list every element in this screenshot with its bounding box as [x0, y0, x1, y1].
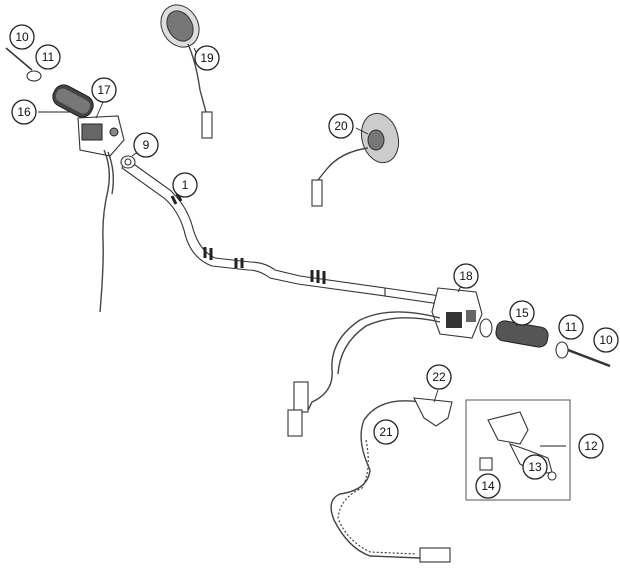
spacer-right	[555, 341, 569, 359]
callout-17: 17	[91, 77, 117, 103]
left-switch-housing	[77, 115, 125, 157]
callout-label: 19	[200, 51, 214, 65]
callout-11-right: 11	[558, 314, 584, 340]
callout-label: 1	[182, 178, 189, 192]
bar-end-right	[567, 348, 611, 368]
callout-22: 22	[426, 364, 452, 390]
left-switch-cable	[99, 149, 115, 313]
right-grip	[479, 318, 549, 348]
callout-label: 10	[15, 30, 29, 44]
callout-label: 20	[334, 119, 348, 133]
callout-21: 21	[373, 419, 399, 445]
callout-label: 9	[143, 138, 150, 152]
callout-9: 9	[133, 132, 159, 158]
callout-18: 18	[453, 263, 479, 289]
mirror-20	[311, 112, 400, 207]
callout-15: 15	[509, 300, 535, 326]
right-switch-cable	[287, 311, 441, 437]
callout-label: 13	[528, 460, 542, 474]
callout-label: 18	[459, 269, 473, 283]
callout-label: 16	[17, 105, 31, 119]
callout-label: 11	[565, 320, 578, 334]
callout-11-left: 11	[35, 44, 61, 70]
callout-12: 12	[578, 433, 604, 459]
callout-16: 16	[11, 99, 37, 125]
callout-label: 17	[97, 83, 111, 97]
lever-bolt	[479, 457, 493, 471]
callout-13: 13	[522, 454, 548, 480]
callout-label: 11	[42, 50, 55, 64]
cable-adjuster-22	[413, 397, 453, 427]
mirror-19	[160, 4, 213, 139]
callout-19: 19	[194, 45, 220, 71]
callout-label: 21	[379, 425, 393, 439]
left-grip	[52, 84, 94, 118]
callout-label: 12	[584, 439, 598, 453]
handlebar	[121, 159, 441, 305]
right-switch-housing	[431, 287, 483, 339]
callout-label: 14	[481, 479, 495, 493]
callout-20: 20	[328, 113, 354, 139]
callout-label: 22	[432, 370, 446, 384]
callout-14: 14	[475, 473, 501, 499]
lever-assembly-box	[465, 399, 571, 501]
callout-label: 15	[515, 306, 529, 320]
bar-end-weight-left	[5, 47, 42, 82]
callout-label: 10	[599, 333, 613, 347]
callout-1: 1	[172, 172, 198, 198]
spacer-left	[120, 155, 136, 169]
callout-10-right: 10	[593, 327, 619, 353]
clutch-cable	[330, 400, 451, 563]
callout-10-left: 10	[9, 24, 35, 50]
